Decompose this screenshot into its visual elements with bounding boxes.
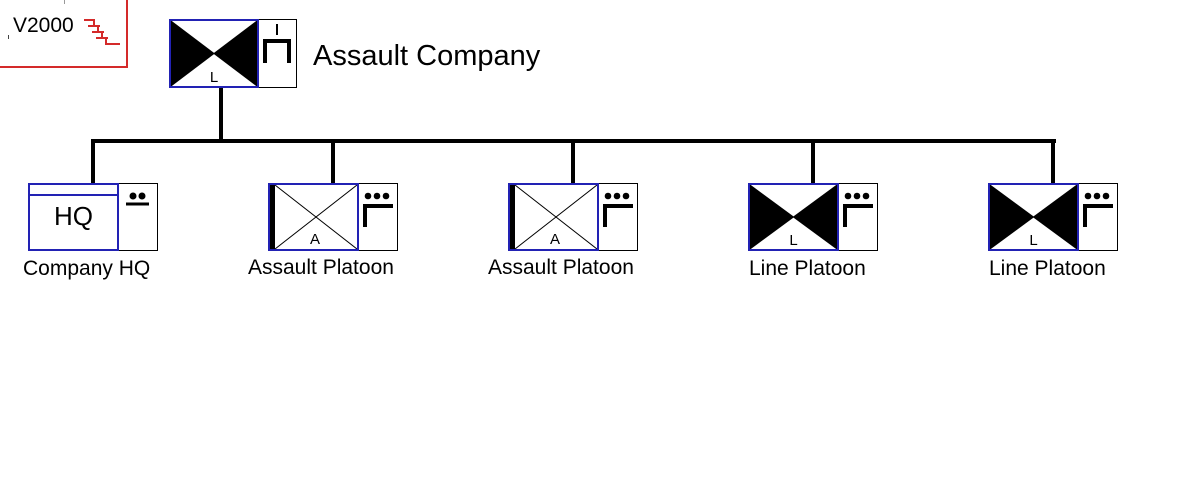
bowtie-icon: L xyxy=(750,185,837,249)
bowtie-icon: L xyxy=(171,21,257,86)
symbol-letter: L xyxy=(210,69,218,86)
platoon-echelon-icon xyxy=(599,183,638,251)
subunit-label: Company HQ xyxy=(23,257,151,280)
logo-text: V2000 xyxy=(13,14,74,37)
hq-text: HQ xyxy=(54,201,93,231)
child-connector xyxy=(811,139,815,185)
logo-stairs-icon xyxy=(84,19,120,45)
bowtie-icon: L xyxy=(990,185,1077,249)
cross-icon: A xyxy=(510,185,597,249)
parent-unit-label: Assault Company xyxy=(313,40,541,72)
subunit-label: Line Platoon xyxy=(989,257,1106,280)
child-connector xyxy=(331,139,335,185)
symbol-letter: L xyxy=(789,232,797,249)
line-symbol: L xyxy=(988,183,1079,251)
hq-band xyxy=(30,194,117,196)
symbol-letter: L xyxy=(1029,232,1037,249)
cross-icon: A xyxy=(270,185,357,249)
parent-unit-symbol: L xyxy=(169,19,259,88)
assault-symbol: A xyxy=(268,183,359,251)
child-connector xyxy=(571,139,575,185)
symbol-letter: A xyxy=(550,231,560,248)
child-connector xyxy=(91,139,95,185)
company-echelon-icon xyxy=(259,19,297,88)
logo-tick-mark xyxy=(64,0,65,4)
subunit-label: Line Platoon xyxy=(749,257,866,280)
v2000-logo: V2000 xyxy=(0,0,128,68)
subunit-label: Assault Platoon xyxy=(488,256,634,279)
logo-tick-mark xyxy=(8,35,9,39)
platoon-echelon-icon xyxy=(1079,183,1118,251)
section-echelon-icon xyxy=(119,183,158,251)
hq-symbol: HQ xyxy=(28,183,119,251)
line-symbol: L xyxy=(748,183,839,251)
child-connector xyxy=(1051,139,1055,185)
subunit-label: Assault Platoon xyxy=(248,256,394,279)
symbol-letter: A xyxy=(310,231,320,248)
assault-symbol: A xyxy=(508,183,599,251)
platoon-echelon-icon xyxy=(359,183,398,251)
platoon-echelon-icon xyxy=(839,183,878,251)
parent-connector xyxy=(219,88,223,141)
